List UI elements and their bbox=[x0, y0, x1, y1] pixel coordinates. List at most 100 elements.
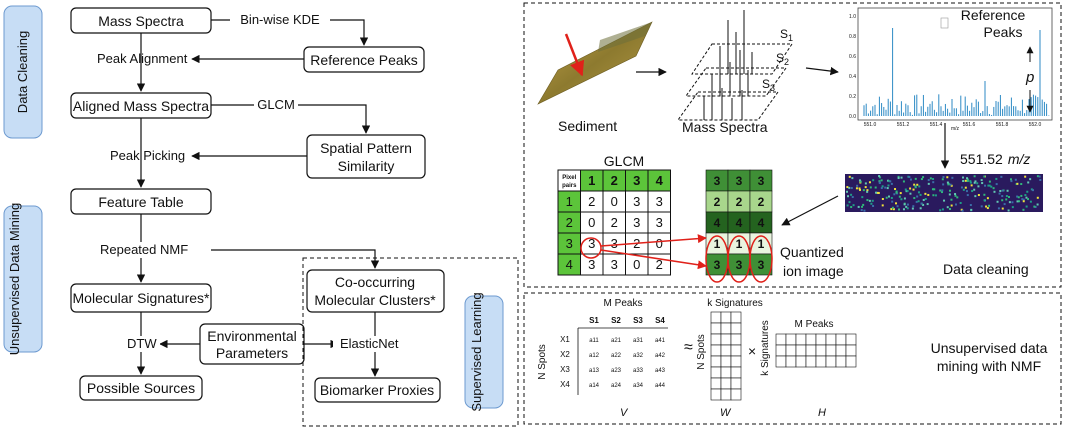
spectrum-xtick: 552.0 bbox=[1029, 122, 1042, 128]
h-cell bbox=[785, 355, 797, 368]
svg-text:Aligned Mass Spectra: Aligned Mass Spectra bbox=[73, 98, 209, 114]
ion-pixel bbox=[902, 208, 905, 211]
ion-pixel bbox=[1027, 198, 1030, 201]
quantized-value: 3 bbox=[736, 258, 743, 272]
h-cell bbox=[845, 333, 857, 346]
ion-pixel bbox=[878, 176, 881, 179]
ion-pixel bbox=[942, 176, 945, 179]
w-cell bbox=[720, 322, 732, 335]
ion-pixel bbox=[918, 185, 921, 188]
h-cell bbox=[845, 344, 857, 357]
glcm-value: 0 bbox=[611, 194, 618, 209]
svg-text:Molecular Signatures*: Molecular Signatures* bbox=[73, 290, 211, 306]
v-cell: a32 bbox=[633, 353, 644, 359]
ion-pixel bbox=[939, 209, 942, 212]
reference-peaks-label-2: Peaks bbox=[984, 24, 1023, 40]
h-cell bbox=[795, 333, 807, 346]
quantized-value: 3 bbox=[758, 258, 765, 272]
v-cell: a23 bbox=[611, 368, 622, 374]
ion-pixel bbox=[973, 181, 976, 184]
mass-spectra-label: Mass Spectra bbox=[682, 119, 768, 135]
ion-pixel bbox=[1036, 196, 1039, 199]
v-cell: a33 bbox=[633, 368, 644, 374]
ion-pixel bbox=[974, 195, 977, 198]
svg-text:Pixel: Pixel bbox=[562, 175, 576, 181]
ion-pixel bbox=[874, 186, 877, 189]
ion-pixel bbox=[971, 190, 974, 193]
ion-pixel bbox=[866, 199, 869, 202]
ion-pixel bbox=[948, 208, 951, 211]
glcm-value: 3 bbox=[656, 194, 663, 209]
ion-pixel bbox=[1000, 175, 1003, 178]
ion-pixel bbox=[850, 187, 853, 190]
ion-pixel bbox=[977, 185, 980, 188]
ion-pixel bbox=[864, 186, 867, 189]
box-reference-peaks: Reference Peaks bbox=[303, 46, 425, 73]
ion-pixel bbox=[914, 185, 917, 188]
glcm-value: 2 bbox=[611, 215, 618, 230]
ion-pixel bbox=[961, 209, 964, 212]
ion-pixel bbox=[1003, 203, 1006, 206]
ion-pixel bbox=[941, 189, 944, 192]
ion-pixel bbox=[943, 199, 946, 202]
ion-pixel bbox=[1024, 175, 1027, 178]
v-cell: a14 bbox=[589, 383, 600, 389]
ion-pixel bbox=[1010, 180, 1013, 183]
glcm-value: 0 bbox=[656, 236, 663, 251]
pixel-pair-highlight bbox=[580, 234, 773, 283]
ion-pixel bbox=[898, 208, 901, 211]
h-cell bbox=[815, 344, 827, 357]
ion-pixel bbox=[899, 192, 902, 195]
ion-pixel bbox=[969, 180, 972, 183]
v-cell: a24 bbox=[611, 383, 622, 389]
ion-pixel bbox=[862, 203, 865, 206]
ion-pixel bbox=[1024, 194, 1027, 197]
ion-pixel bbox=[912, 205, 915, 208]
ion-pixel bbox=[993, 190, 996, 193]
v-cell: a12 bbox=[589, 353, 600, 359]
box-molecular-signatures: Molecular Signatures* bbox=[70, 283, 212, 313]
ion-pixel bbox=[946, 206, 949, 209]
v-row-header: X2 bbox=[560, 350, 570, 359]
w-cell bbox=[720, 355, 732, 368]
h-cell bbox=[795, 344, 807, 357]
nmf-caption-2: mining with NMF bbox=[937, 358, 1041, 374]
svg-text:Molecular Clusters*: Molecular Clusters* bbox=[314, 292, 436, 308]
ion-pixel bbox=[999, 190, 1002, 193]
ion-pixel bbox=[891, 200, 894, 203]
ion-pixel bbox=[919, 207, 922, 210]
ion-pixel bbox=[846, 195, 849, 198]
svg-text:Possible Sources: Possible Sources bbox=[87, 380, 195, 396]
reference-peaks-label-1: Reference bbox=[961, 7, 1026, 23]
h-cell bbox=[805, 355, 817, 368]
ion-pixel bbox=[962, 176, 965, 179]
ion-pixel bbox=[932, 178, 935, 181]
glcm-row-label: 4 bbox=[566, 257, 573, 272]
ion-pixel bbox=[996, 200, 999, 203]
ion-pixel bbox=[1021, 198, 1024, 201]
ion-pixel bbox=[846, 204, 849, 207]
ion-pixel bbox=[990, 185, 993, 188]
v-cell: a34 bbox=[633, 383, 644, 389]
ion-pixel bbox=[869, 186, 872, 189]
spectrum-ytick: 0.6 bbox=[849, 54, 856, 60]
edge-label-kde: Bin-wise KDE bbox=[240, 12, 320, 27]
h-cell bbox=[785, 344, 797, 357]
ion-pixel bbox=[878, 180, 881, 183]
ion-pixel bbox=[850, 193, 853, 196]
glcm-value: 3 bbox=[633, 215, 640, 230]
h-cell bbox=[845, 355, 857, 368]
ion-pixel bbox=[913, 183, 916, 186]
w-cell bbox=[730, 355, 742, 368]
sediment-label: Sediment bbox=[558, 118, 617, 134]
ion-pixel bbox=[888, 195, 891, 198]
v-n-spots: N Spots bbox=[537, 344, 548, 380]
v-cell: a42 bbox=[655, 353, 666, 359]
ion-pixel bbox=[962, 188, 965, 191]
spectrum-s2-label: S2 bbox=[776, 51, 789, 67]
ion-pixel bbox=[848, 175, 851, 178]
stacked-spectra bbox=[677, 10, 793, 121]
ion-pixel bbox=[895, 202, 898, 205]
ion-pixel bbox=[1011, 206, 1014, 209]
